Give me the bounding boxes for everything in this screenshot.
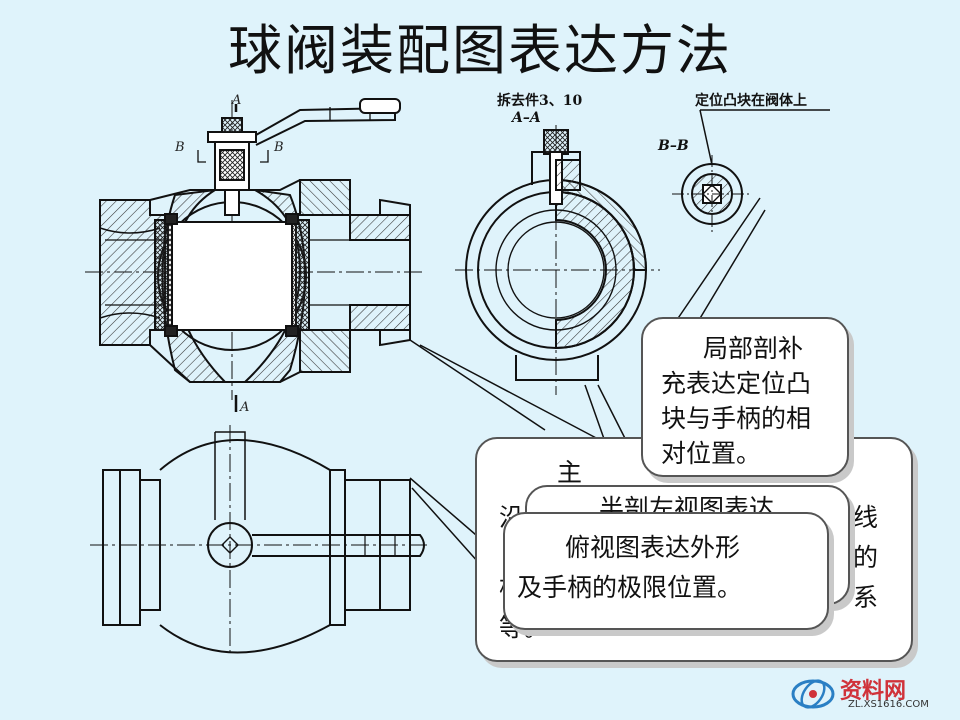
aa-view-label: A–A [512, 110, 541, 126]
partial-section-view-bb [672, 155, 752, 235]
left-half-section-view [455, 125, 660, 395]
watermark-url: ZL.XS1616.COM [848, 699, 929, 710]
front-section-view [85, 98, 425, 412]
callout-partial-line-4: 对位置。 [661, 439, 762, 468]
callout-main-right-2: 的 [853, 543, 879, 572]
watermark-logo-icon [791, 679, 835, 709]
callout-top-line-1: 俯视图表达外形 [565, 533, 741, 562]
section-mark-a-bottom: A [240, 400, 250, 415]
callout-main-right-1: 线 [853, 503, 879, 532]
section-mark-b-left: B [175, 140, 185, 155]
top-view [90, 425, 430, 655]
callout-partial-line-2: 充表达定位凸 [661, 369, 812, 398]
slide-title: 球阀装配图表达方法 [228, 19, 732, 82]
section-mark-b-right: B [274, 140, 284, 155]
callout-partial-section: 局部剖补 充表达定位凸 块与手柄的相 对位置。 [641, 317, 849, 477]
callout-main-right-3: 系 [853, 583, 879, 612]
callout-top-line-2: 及手柄的极限位置。 [517, 573, 743, 602]
boss-note: 定位凸块在阀体上 [695, 93, 807, 109]
bb-view-label: B–B [658, 138, 689, 154]
callout-partial-line-3: 块与手柄的相 [661, 404, 812, 433]
remove-parts-note: 拆去件3、10 [497, 93, 583, 109]
watermark-brand: 资料网 [840, 679, 907, 704]
watermark: 资料网 ZL.XS1616.COM [790, 672, 955, 716]
callout-partial-line-1: 局部剖补 [703, 334, 804, 363]
callout-main-line-1: 主 [557, 458, 583, 487]
section-mark-a-top: A [232, 93, 242, 108]
callout-top-view: 俯视图表达外形 及手柄的极限位置。 [503, 512, 829, 630]
